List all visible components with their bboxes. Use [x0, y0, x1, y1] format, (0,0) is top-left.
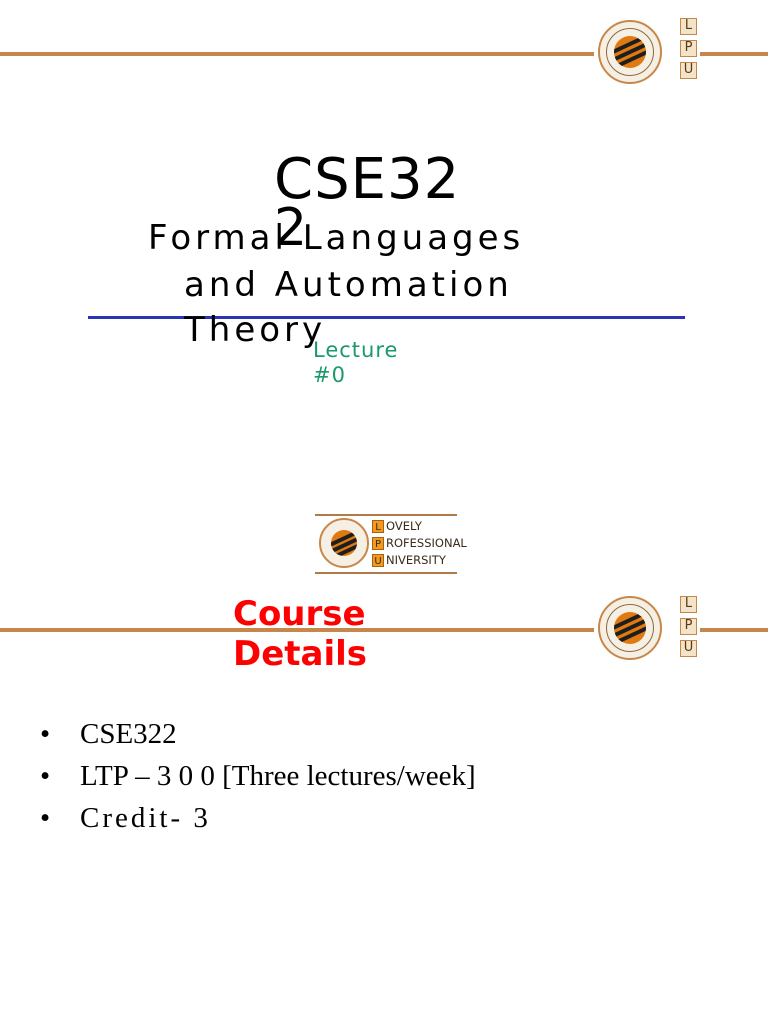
course-details-line-1: Course — [233, 594, 366, 634]
lecture-label: Lecture #0 — [313, 338, 398, 388]
lpu-letter-u: U — [680, 640, 697, 657]
title-divider-line — [88, 316, 685, 319]
university-seal-icon — [598, 20, 662, 84]
slide2-seal-icon — [598, 596, 662, 660]
lecture-line-1: Lecture — [313, 338, 399, 362]
header-rule-right — [700, 52, 768, 56]
center-seal-icon — [319, 518, 369, 568]
lpu-letters-logo: L P U — [680, 18, 700, 88]
slide2-rule-right — [700, 628, 768, 632]
course-name-line-1: Formal Languages — [148, 218, 525, 258]
bullet-dot: • — [40, 718, 51, 750]
header-rule-left — [0, 52, 594, 56]
slide2-rule-left — [0, 628, 594, 632]
course-code-line-1: CSE32 — [274, 147, 461, 212]
course-code-line-2: 2 — [274, 198, 309, 258]
course-details-title: Course Details — [233, 594, 367, 674]
bullet-dot: • — [40, 760, 51, 792]
lpu-letter-l: L — [680, 18, 697, 35]
course-name-line-3: Theory — [184, 310, 327, 350]
course-details-line-2: Details — [233, 634, 368, 674]
list-item: •Credit- 3 — [40, 802, 211, 834]
lpu-letter-p: P — [680, 618, 697, 635]
lpu-letter-p: P — [680, 40, 697, 57]
course-name-line-2: and Automation — [184, 265, 513, 305]
course-code-title: CSE32 2 — [274, 147, 474, 259]
lpu-letter-l: L — [680, 596, 697, 613]
list-item: •CSE322 — [40, 718, 177, 750]
course-details-list: •CSE322 •LTP – 3 0 0 [Three lectures/wee… — [40, 718, 740, 858]
lecture-line-2: #0 — [313, 363, 346, 387]
bullet-dot: • — [40, 802, 51, 834]
slide2-lpu-letters-logo: L P U — [680, 596, 700, 666]
list-item: •LTP – 3 0 0 [Three lectures/week] — [40, 760, 476, 792]
lpu-letter-u: U — [680, 62, 697, 79]
